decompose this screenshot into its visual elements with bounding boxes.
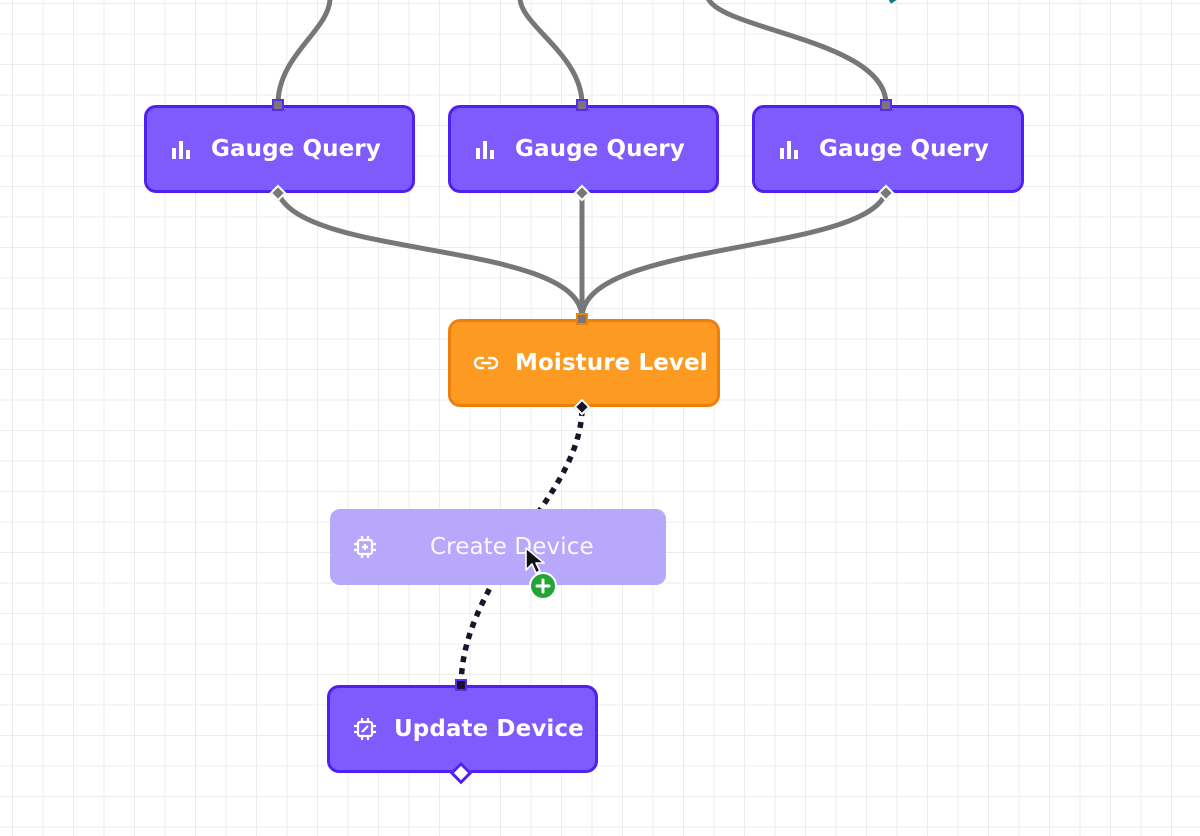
input-port-active[interactable] <box>455 679 467 691</box>
node-label: Gauge Query <box>515 136 685 162</box>
incoming-wire-gauge-2[interactable] <box>517 0 585 105</box>
gauge-query-node-2[interactable]: Gauge Query <box>448 105 719 193</box>
gauge-query-node-1[interactable]: Gauge Query <box>144 105 415 193</box>
wire-gauge-3-to-moisture[interactable] <box>579 190 889 319</box>
moisture-level-node[interactable]: Moisture Level <box>448 319 720 407</box>
link-icon <box>473 350 499 376</box>
chip-add-icon <box>352 534 378 560</box>
node-label: Gauge Query <box>211 136 381 162</box>
node-label: Gauge Query <box>819 136 989 162</box>
input-port[interactable] <box>576 99 588 111</box>
incoming-wire-gauge-1[interactable] <box>275 0 333 105</box>
node-label: Create Device <box>430 534 594 560</box>
node-label: Update Device <box>394 716 584 742</box>
node-label: Moisture Level <box>515 350 708 376</box>
chip-edit-icon <box>352 716 378 742</box>
bar-chart-icon <box>169 136 195 162</box>
update-device-node[interactable]: Update Device <box>327 685 598 773</box>
offscreen-wire-fragment <box>888 0 897 4</box>
wire-gauge-1-to-moisture[interactable] <box>275 191 585 319</box>
gauge-query-node-3[interactable]: Gauge Query <box>752 105 1024 193</box>
create-device-drag-preview: Create Device <box>330 509 666 585</box>
bar-chart-icon <box>473 136 499 162</box>
input-port[interactable] <box>272 99 284 111</box>
input-port[interactable] <box>576 313 588 325</box>
bar-chart-icon <box>777 136 803 162</box>
input-port[interactable] <box>880 99 892 111</box>
incoming-wire-gauge-3[interactable] <box>706 0 889 105</box>
plus-icon <box>529 572 557 600</box>
